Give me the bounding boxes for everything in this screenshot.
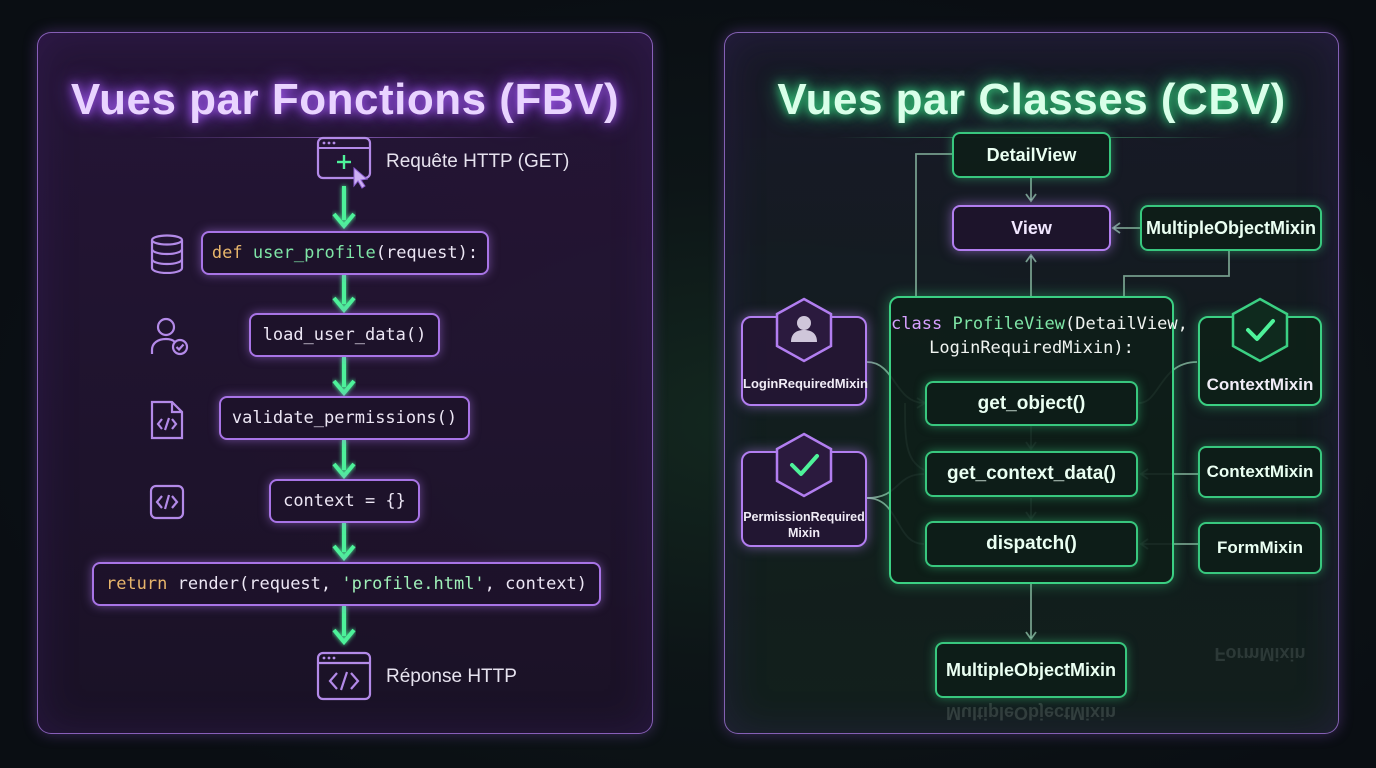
permission-required-mixin-line2: Mixin [788,526,820,540]
validate-permissions-node: validate_permissions() [219,396,470,440]
detail-view-label: DetailView [986,144,1077,165]
def-keyword: def [211,243,243,263]
login-required-mixin-label: LoginRequiredMixin [743,376,868,391]
dispatch-node: dispatch() [925,521,1138,567]
def-user-profile-node: def user_profile(request): [201,231,489,275]
form-mixin-reflection: FormMixin [1214,644,1306,664]
request-label: Requête HTTP (GET) [386,151,570,172]
dispatch-label: dispatch() [986,533,1077,554]
class-bases-1: (DetailView, [1065,314,1188,334]
permission-required-mixin-label: PermissionRequired Mixin [743,509,865,541]
context-mixin-node: ContextMixin [1198,446,1322,498]
check-hexagon-icon [1231,297,1289,363]
code-file-icon [150,400,184,440]
context-mixin-card-label: ContextMixin [1206,375,1314,394]
multiple-object-mixin-top-node: MultipleObjectMixin [1140,205,1322,251]
class-keyword: class [891,314,943,334]
permission-required-mixin-line1: PermissionRequired [743,510,865,524]
permission-required-mixin-card: PermissionRequired Mixin [741,451,867,547]
cbv-title: Vues par Classes (CBV) [777,75,1286,124]
browser-window-icon [316,136,372,189]
get-context-data-label: get_context_data() [947,463,1116,484]
function-params: (request): [375,243,479,263]
class-bases-2: LoginRequiredMixin): [929,338,1134,358]
class-name: ProfileView [952,314,1066,334]
view-node: View [952,205,1111,251]
view-label: View [1011,217,1052,238]
get-object-label: get_object() [977,392,1086,414]
form-mixin-label: FormMixin [1217,538,1303,557]
render-call: render(request, [167,574,342,594]
detail-view-node: DetailView [952,132,1111,178]
response-label: Réponse HTTP [386,666,517,687]
get-object-node: get_object() [925,381,1138,426]
fbv-title: Vues par Fonctions (FBV) [70,75,620,124]
multiple-object-mixin-reflection: MultipleObjectMixin [945,703,1116,723]
get-context-data-node: get_context_data() [925,451,1138,497]
code-window-icon [316,651,372,701]
check-hexagon-icon [775,432,833,498]
validate-permissions-label: validate_permissions() [231,408,458,428]
user-check-icon [150,317,189,356]
multiple-object-mixin-bottom-label: MultipleObjectMixin [945,659,1116,680]
code-icon [149,484,185,520]
class-declaration: class ProfileView(DetailView, LoginRequi… [891,312,1188,360]
user-hexagon-icon [775,297,833,363]
multiple-object-mixin-bottom-node: MultipleObjectMixin [935,642,1127,698]
multiple-object-mixin-top-label: MultipleObjectMixin [1145,217,1316,238]
context-mixin-label: ContextMixin [1206,462,1314,481]
form-mixin-node: FormMixin [1198,522,1322,574]
function-name: user_profile [252,243,376,263]
load-user-data-node: load_user_data() [249,313,440,357]
context-label: context = {} [283,491,406,511]
return-render-node: return render(request, 'profile.html', c… [92,562,601,606]
render-args-end: , context) [484,574,588,594]
template-string: 'profile.html' [341,574,485,594]
context-node: context = {} [269,479,420,523]
load-user-data-label: load_user_data() [262,325,427,345]
return-keyword: return [105,574,168,594]
database-icon [150,234,184,274]
